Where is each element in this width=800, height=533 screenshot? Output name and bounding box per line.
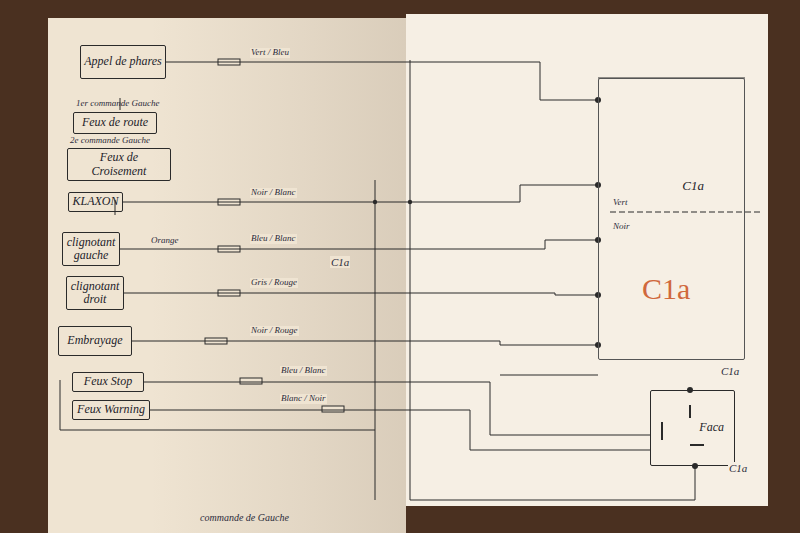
control-box: clignotant droit [66, 276, 124, 310]
wire-label: Noir / Blanc [250, 188, 297, 198]
paper-shadow [150, 18, 406, 533]
wire-label: commande de Gauche [200, 512, 289, 523]
bus-line [60, 430, 375, 431]
node-label: C1a [682, 179, 704, 193]
node-label: clignotant droit [70, 280, 120, 306]
wire-label: C1a [720, 365, 740, 377]
node-label: Feux Stop [84, 375, 132, 388]
bus-line [60, 380, 61, 430]
control-box: Feux Stop [72, 372, 144, 392]
node-label: clignotant gauche [66, 236, 116, 262]
resistor-symbol [322, 406, 344, 412]
fuse-box: Faca [650, 390, 735, 466]
bus-line [410, 60, 411, 500]
node-label: Embrayage [67, 334, 122, 347]
wire-label: Blanc / Noir [280, 394, 327, 404]
switch-symbol [689, 405, 691, 418]
bus-line [410, 500, 695, 501]
wire-label: C1a [330, 256, 350, 268]
terminal-dot [692, 463, 698, 469]
wire-connector [120, 240, 598, 249]
switch-symbol [690, 444, 704, 446]
wire-label: Vert [612, 198, 629, 208]
wire-label: Gris / Rouge [250, 278, 298, 288]
wire-connector [124, 293, 598, 295]
connector-name: C1a [642, 272, 690, 305]
control-box: clignotant gauche [62, 232, 120, 266]
control-box: Appel de phares [80, 45, 166, 79]
wire-label: 1er commande Gauche [76, 99, 159, 109]
wire-connector [123, 185, 598, 202]
node-label: Faca [699, 421, 724, 434]
wire-label: Noir [612, 222, 631, 232]
node-label: KLAXON [72, 195, 118, 208]
wire-label: 2e commande Gauche [70, 136, 150, 146]
wire-label: C1a [728, 462, 748, 474]
bus-line [695, 466, 696, 500]
wire-connector [144, 382, 650, 435]
bus-line [375, 180, 376, 500]
control-box: KLAXON [68, 192, 123, 212]
resistor-symbol [240, 378, 262, 384]
wire-connector [132, 341, 598, 345]
wire-label: Bleu / Blanc [250, 234, 297, 244]
wire-label: Orange [150, 236, 180, 246]
control-box: Embrayage [58, 326, 132, 356]
node-label: Feux de route [82, 116, 148, 129]
bus-line [500, 375, 598, 376]
control-box: Feux Warning [72, 400, 150, 420]
switch-symbol [661, 422, 663, 440]
wire-label: Noir / Rouge [250, 326, 299, 336]
control-box: Feux de route [73, 112, 157, 134]
divider-line [610, 212, 760, 213]
connector-block: C1a [598, 78, 745, 360]
node-label: Appel de phares [84, 55, 162, 68]
control-box: Feux de Croisement [67, 148, 171, 181]
node-label: Feux Warning [77, 403, 145, 416]
wire-label: Vert / Bleu [250, 48, 290, 58]
wire-connector [150, 410, 650, 450]
wire-connector [166, 62, 598, 100]
node-label: Feux de Croisement [71, 151, 167, 177]
wire-label: Bleu / Blanc [280, 366, 327, 376]
